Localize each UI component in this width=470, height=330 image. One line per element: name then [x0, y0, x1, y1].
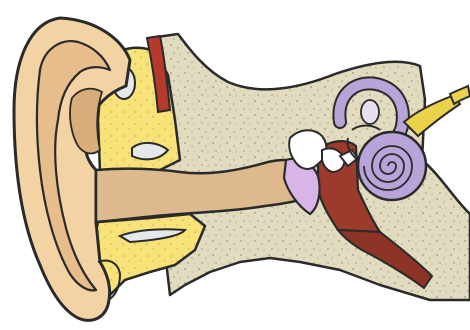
ear-anatomy-diagram: [0, 0, 470, 330]
